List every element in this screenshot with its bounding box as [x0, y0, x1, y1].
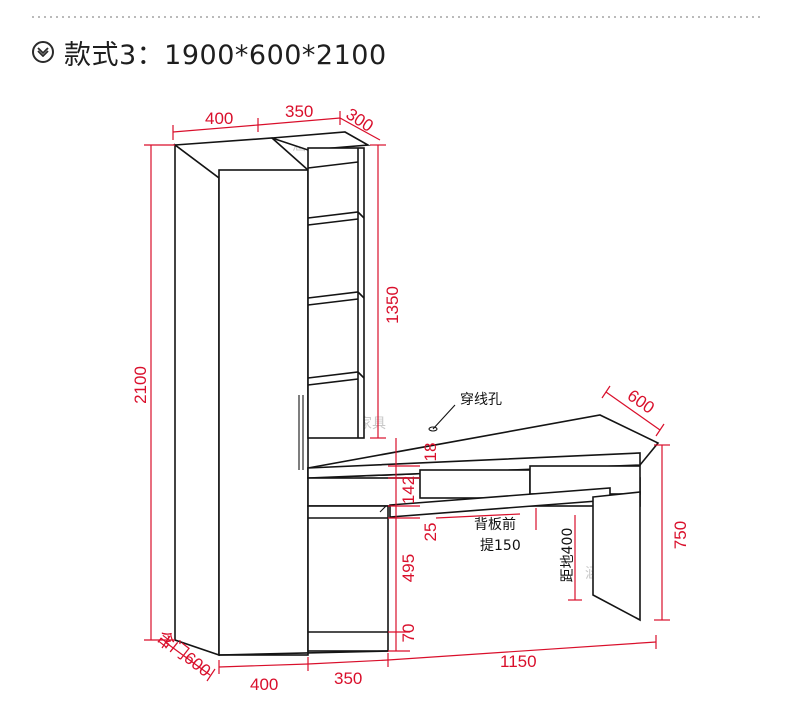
shelf-board-3 — [307, 371, 365, 379]
wardrobe — [172, 137, 310, 657]
desk-vertical-dimensions: 18 142 25 495 70 — [388, 438, 440, 652]
lower-cabinet-corner — [379, 505, 387, 513]
cable-hole-label: 穿线孔 — [460, 392, 502, 408]
back-panel-label-2: 提150 — [480, 538, 521, 554]
dim-bottom-wardrobe-width: 400 — [250, 675, 278, 694]
dim-top-shelf-width: 350 — [285, 102, 313, 121]
shelf-unit — [271, 131, 371, 439]
lower-cabinet — [218, 505, 389, 656]
dim-lower-cabinet-height: 495 — [399, 554, 418, 582]
dim-back-panel-gap: 25 — [421, 523, 440, 542]
shelf-board-2 — [307, 291, 365, 299]
shelf-board-2-edge — [307, 298, 359, 306]
base-line — [218, 650, 389, 656]
dim-desk-depth: 600 — [624, 386, 658, 418]
dim-plinth-height: 70 — [399, 624, 418, 643]
cable-hole-leader — [432, 404, 456, 430]
top-dim-line — [172, 117, 381, 141]
bottom-dimension-lines: 400 350 1150 — [218, 635, 657, 694]
left-height-dimension: 2100 — [131, 144, 175, 641]
desk-height-dimension: 750 — [654, 444, 690, 621]
desk-leg — [592, 491, 641, 622]
dim-desk-height: 750 — [671, 521, 690, 549]
dim-total-height: 2100 — [131, 366, 150, 404]
shelf-board-1-edge — [307, 218, 359, 226]
shelf-height-dimension: 1350 — [370, 144, 402, 439]
cable-hole-icon — [428, 426, 438, 432]
shelf-board-1 — [307, 211, 365, 219]
dim-top-shelf-depth: 300 — [343, 104, 377, 135]
back-panel-label-1: 背板前 — [474, 516, 516, 533]
dim-drawer-height: 142 — [399, 476, 418, 504]
dim-desk-length: 1150 — [500, 652, 537, 671]
section-title: 款式3：1900*600*2100 — [64, 39, 387, 71]
shelf-top-inner — [307, 161, 359, 169]
back-panel-note: 背板前 提150 — [435, 508, 537, 554]
chevron-down-circle-icon[interactable] — [32, 41, 54, 63]
dim-shelf-height: 1350 — [383, 286, 402, 324]
dim-top-wardrobe-width: 400 — [205, 109, 233, 128]
top-dotted-divider — [30, 16, 760, 18]
dim-desk-top-thickness: 18 — [421, 443, 440, 462]
desk-top-edge — [307, 452, 641, 479]
section-header: 款式3：1900*600*2100 — [32, 32, 387, 72]
shelf-board-3-edge — [307, 378, 359, 386]
wardrobe-door — [218, 169, 309, 656]
wardrobe-side — [174, 143, 220, 657]
floor-clearance-label: 距地400 — [560, 528, 576, 583]
shelf-top — [271, 131, 371, 151]
lower-cabinet-body — [307, 505, 389, 652]
dim-bottom-cabinet-width: 350 — [334, 669, 362, 688]
floor-clearance-dimension: 距地400 — [560, 515, 582, 601]
desk-drawer-left — [419, 469, 531, 499]
